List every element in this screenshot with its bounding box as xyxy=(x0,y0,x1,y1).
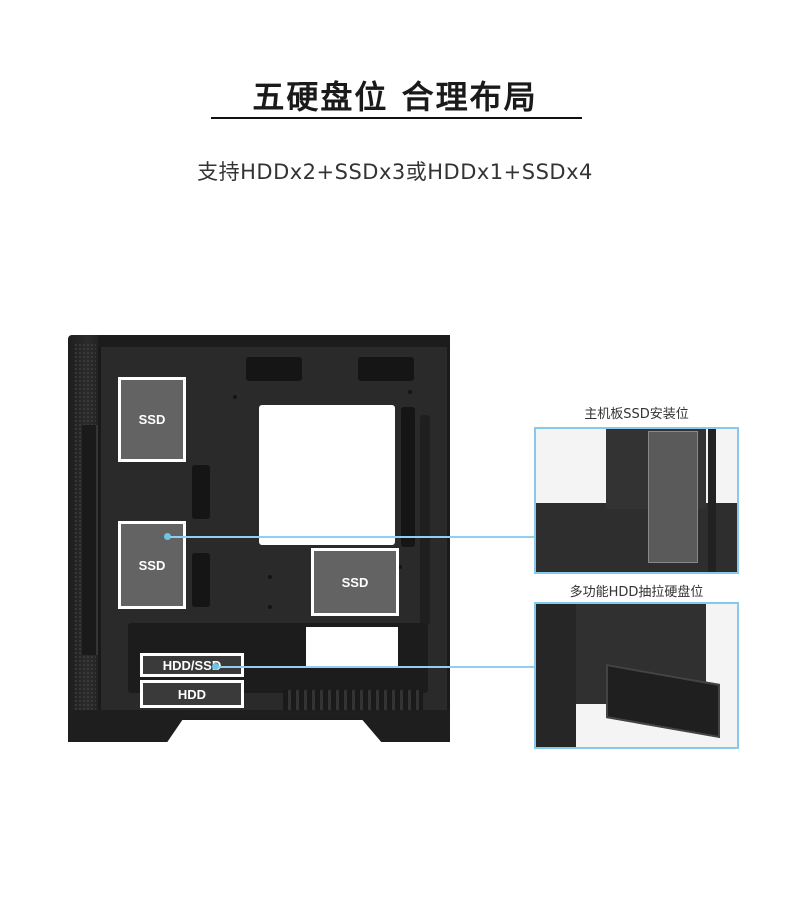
callout-hdd-drawer xyxy=(534,602,739,749)
standoff-hole xyxy=(268,605,272,609)
ssd-drive-motherboard: SSD xyxy=(311,548,399,616)
ssd-drive-top: SSD xyxy=(118,377,186,462)
case-front-accent xyxy=(82,425,98,655)
bay-label: HDD/SSD xyxy=(162,657,222,673)
drive-label: SSD xyxy=(138,412,166,427)
cable-slot-4 xyxy=(420,415,430,625)
cable-slot-3 xyxy=(401,407,415,547)
callout-rail xyxy=(708,429,716,572)
bay-label: HDD xyxy=(177,686,207,702)
callout-chassis-detail xyxy=(536,503,737,572)
callout-case-edge xyxy=(536,604,576,747)
title-underline xyxy=(211,117,582,119)
callout-dot-hdd xyxy=(212,663,219,670)
cable-slot-1 xyxy=(192,465,210,519)
pc-case-illustration: SSD SSD SSD HDD/SSD HDD xyxy=(68,335,450,745)
standoff-hole xyxy=(398,565,402,569)
psu-vent xyxy=(283,690,423,712)
callout-dot-ssd xyxy=(164,533,171,540)
case-feet xyxy=(68,710,450,742)
page-title: 五硬盘位 合理布局 xyxy=(252,78,538,116)
cable-slot-2 xyxy=(192,553,210,607)
callout-motherboard-ssd xyxy=(534,427,739,574)
callout-label-hdd-drawer: 多功能HDD抽拉硬盘位 xyxy=(569,585,704,600)
case-top-rail xyxy=(98,335,450,347)
standoff-hole xyxy=(408,390,412,394)
standoff-hole xyxy=(268,575,272,579)
cpu-cutout xyxy=(259,405,395,545)
drive-label: SSD xyxy=(341,574,369,590)
page-subtitle: 支持HDDx2+SSDx3或HDDx1+SSDx4 xyxy=(197,160,593,184)
top-fan-slot-left xyxy=(246,357,302,381)
callout-line-hdd xyxy=(218,666,536,668)
top-fan-slot-right xyxy=(358,357,414,381)
callout-label-motherboard-ssd: 主机板SSD安装位 xyxy=(584,407,689,422)
standoff-hole xyxy=(233,395,237,399)
callout-line-ssd xyxy=(170,536,536,538)
psu-shroud-window xyxy=(306,627,398,667)
drive-label: SSD xyxy=(138,557,166,573)
callout-ssd-tray xyxy=(648,431,698,563)
ssd-drive-middle: SSD xyxy=(118,521,186,609)
hdd-ssd-bay: HDD/SSD xyxy=(140,653,244,677)
hdd-bay: HDD xyxy=(140,680,244,708)
